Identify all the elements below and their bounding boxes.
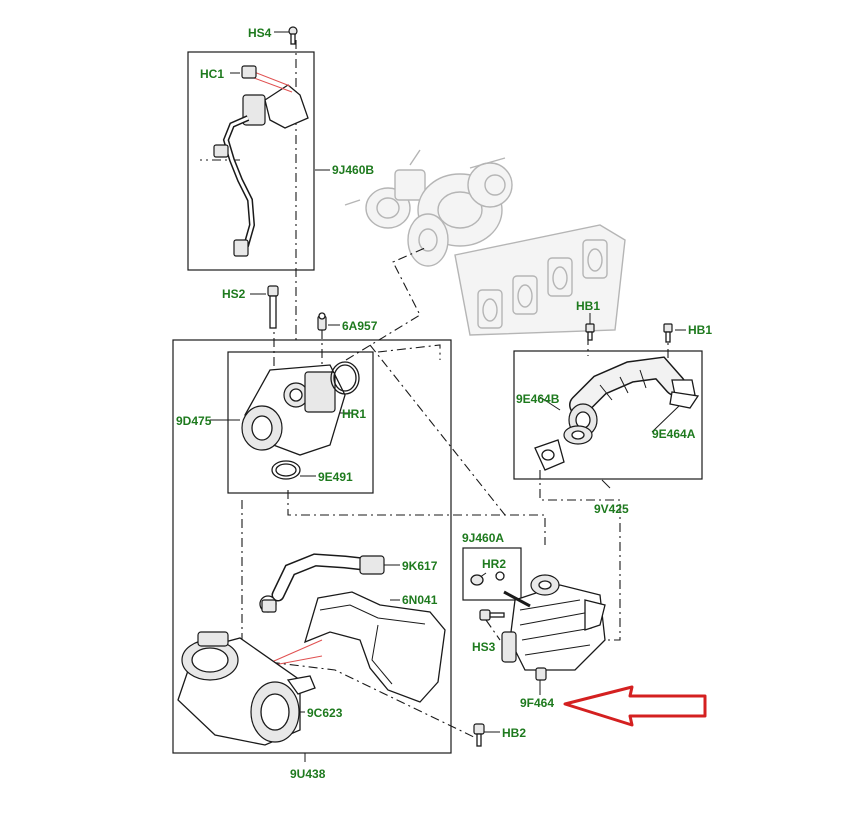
bolt-hb2 [473,723,485,747]
label-hb1-right: HB1 [688,323,712,337]
label-9d475: 9D475 [176,414,212,428]
egr-pipe-9j460b [213,71,309,257]
label-hc1: HC1 [200,67,224,81]
label-9j460b: 9J460B [332,163,374,177]
leader-lines [200,31,686,762]
label-9f464: 9F464 [520,696,554,710]
egr-cooler-9f464 [470,571,606,681]
clip-hc1 [241,65,257,79]
group-box-9j460b [187,51,315,271]
bolt-hb1-right [663,323,673,343]
label-9e491: 9E491 [318,470,353,484]
group-box-9v425 [513,350,703,480]
coolant-hose-9k617 [259,553,385,613]
turbocharger-manifold-ghost [344,149,626,336]
label-9e464a: 9E464A [652,427,696,441]
bolt-hs4 [288,26,298,45]
catalytic-converter-9c623 [177,631,316,746]
group-box-9j460a [462,547,522,601]
label-hb2: HB2 [502,726,526,740]
bolt-hs2 [267,285,279,329]
label-9k617: 9K617 [402,559,438,573]
label-hr1: HR1 [342,407,366,421]
egr-pipe-9v425 [534,356,700,471]
label-hs4: HS4 [248,26,272,40]
label-9e464b: 9E464B [516,392,560,406]
group-box-9d475 [227,351,374,494]
label-6a957: 6A957 [342,319,378,333]
label-9c623: 9C623 [307,706,343,720]
group-box-9u438 [172,339,452,754]
label-hb1-top: HB1 [576,299,600,313]
bolt-hb1-top [585,323,595,341]
sensor-6a957 [317,312,327,331]
label-9j460a: 9J460A [462,531,504,545]
label-hr2: HR2 [482,557,506,571]
label-6n041: 6N041 [402,593,438,607]
red-outline-arrow-icon [563,685,707,727]
label-hs3: HS3 [472,640,496,654]
egr-valve-9d475 [241,361,360,480]
label-hs2: HS2 [222,287,246,301]
label-9u438: 9U438 [290,767,326,781]
bolt-hs3 [479,609,505,621]
label-9v425: 9V425 [594,502,629,516]
